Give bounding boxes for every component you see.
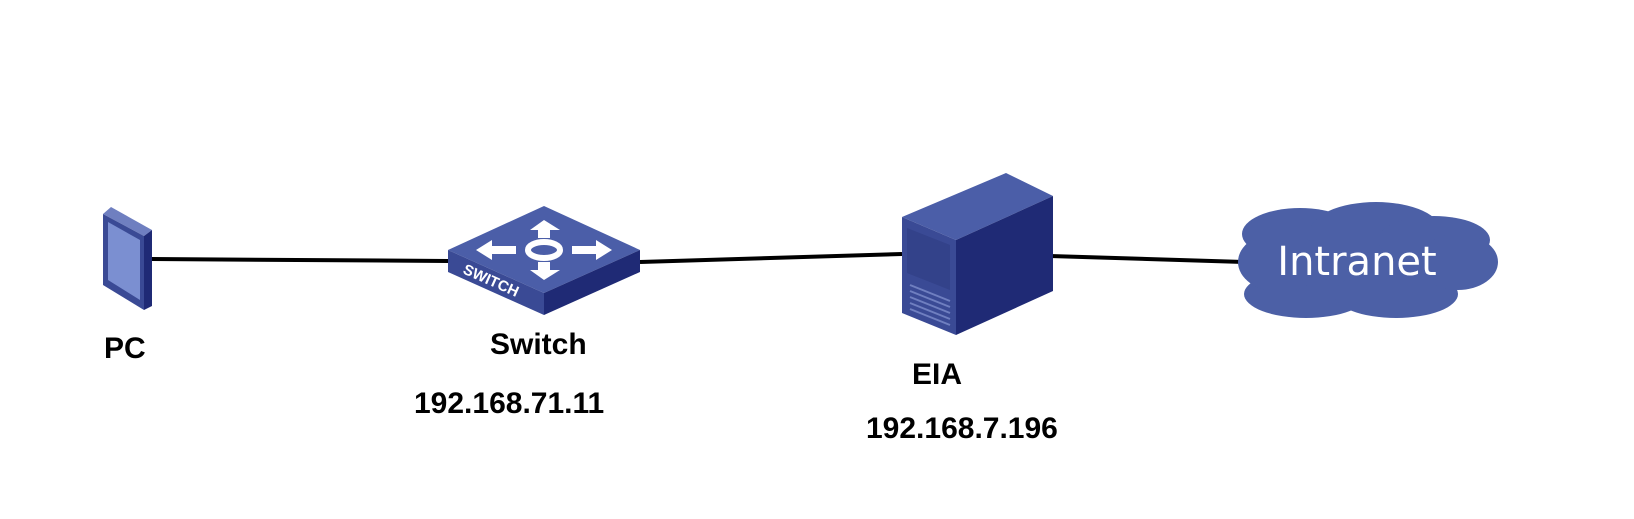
pc-icon	[103, 207, 152, 310]
link-switch-eia	[639, 252, 903, 264]
switch-ip-address: 192.168.71.11	[414, 387, 605, 420]
eia-ip-address: 192.168.7.196	[866, 412, 1058, 445]
server-icon	[902, 173, 1053, 335]
intranet-label: Intranet	[1277, 239, 1437, 285]
cloud-icon	[1238, 202, 1498, 318]
link-pc-switch	[151, 257, 449, 263]
pc-label: PC	[104, 332, 146, 365]
link-eia-intranet	[1049, 254, 1245, 264]
switch-label: Switch	[490, 328, 587, 361]
switch-icon: SWITCH	[448, 206, 640, 315]
eia-label: EIA	[912, 358, 963, 391]
